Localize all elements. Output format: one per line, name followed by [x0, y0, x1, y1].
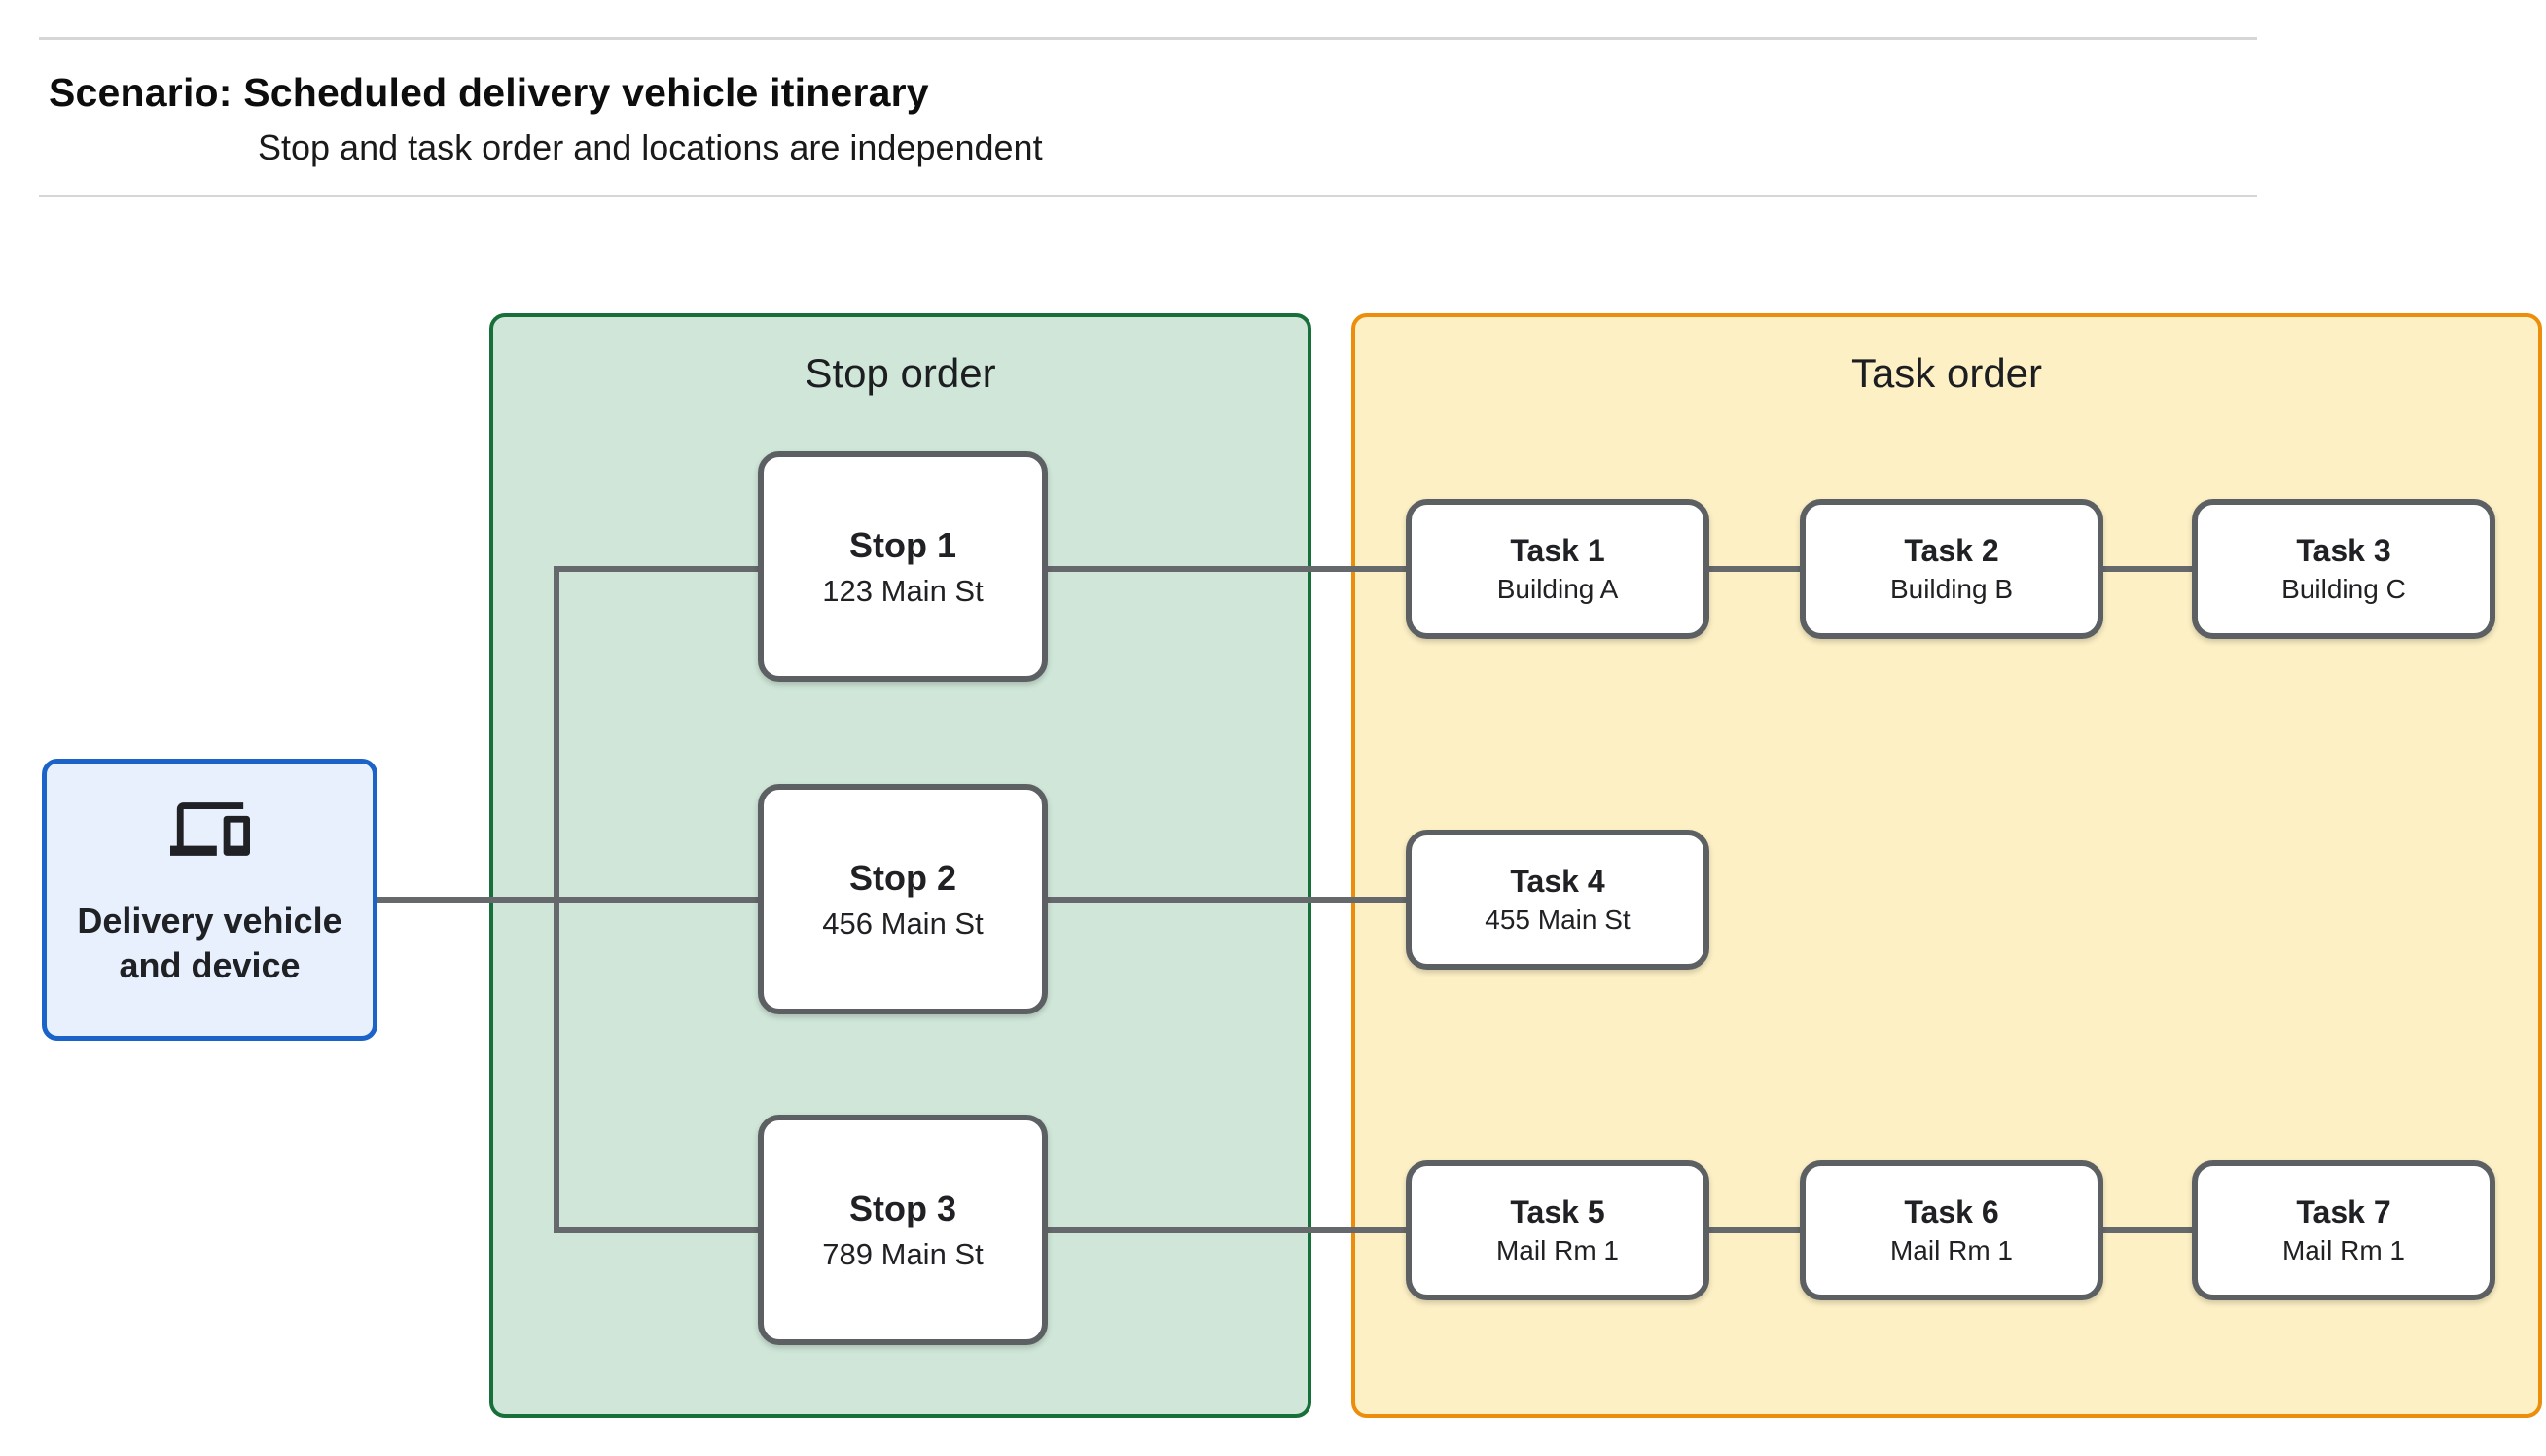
task-5-location: Mail Rm 1	[1495, 1235, 1619, 1265]
task-3-location: Building C	[2281, 574, 2406, 604]
delivery-vehicle-node: Delivery vehicle and device	[42, 759, 377, 1041]
stop-1-title: Stop 1	[848, 524, 956, 565]
task-1-title: Task 1	[1510, 533, 1605, 568]
task-6-location: Mail Rm 1	[1889, 1235, 2013, 1265]
task-7-location: Mail Rm 1	[2281, 1235, 2405, 1265]
task-node-1: Task 1 Building A	[1406, 499, 1709, 639]
vehicle-label: Delivery vehicle and device	[77, 899, 341, 988]
task-7-title: Task 7	[2296, 1194, 2391, 1229]
task-node-6: Task 6 Mail Rm 1	[1800, 1160, 2103, 1300]
task-node-5: Task 5 Mail Rm 1	[1406, 1160, 1709, 1300]
bottom-divider	[39, 195, 2257, 197]
task-2-title: Task 2	[1904, 533, 1999, 568]
task-2-location: Building B	[1889, 574, 2014, 604]
task-node-3: Task 3 Building C	[2192, 499, 2495, 639]
vehicle-label-line1: Delivery vehicle	[77, 901, 342, 941]
task-3-title: Task 3	[2296, 533, 2391, 568]
stop-node-3: Stop 3 789 Main St	[758, 1115, 1048, 1345]
task-node-2: Task 2 Building B	[1800, 499, 2103, 639]
task-6-title: Task 6	[1904, 1194, 1999, 1229]
page-title: Scenario: Scheduled delivery vehicle iti…	[49, 70, 929, 115]
stop-node-2: Stop 2 456 Main St	[758, 784, 1048, 1014]
task-4-title: Task 4	[1510, 864, 1605, 899]
stop-3-address: 789 Main St	[822, 1236, 984, 1271]
stop-1-address: 123 Main St	[822, 573, 984, 608]
stop-3-title: Stop 3	[848, 1188, 956, 1228]
task-1-location: Building A	[1496, 574, 1619, 604]
task-order-label: Task order	[1850, 350, 2043, 396]
page-subtitle: Stop and task order and locations are in…	[258, 127, 1043, 167]
devices-icon	[169, 802, 250, 856]
task-5-title: Task 5	[1510, 1194, 1605, 1229]
stop-order-label: Stop order	[805, 350, 996, 396]
stop-node-1: Stop 1 123 Main St	[758, 451, 1048, 682]
task-node-7: Task 7 Mail Rm 1	[2192, 1160, 2495, 1300]
task-node-4: Task 4 455 Main St	[1406, 830, 1709, 970]
vehicle-label-line2: and device	[119, 945, 301, 986]
top-divider	[39, 37, 2257, 40]
stop-2-address: 456 Main St	[822, 906, 984, 941]
stop-2-title: Stop 2	[848, 857, 956, 898]
task-4-location: 455 Main St	[1485, 905, 1631, 935]
